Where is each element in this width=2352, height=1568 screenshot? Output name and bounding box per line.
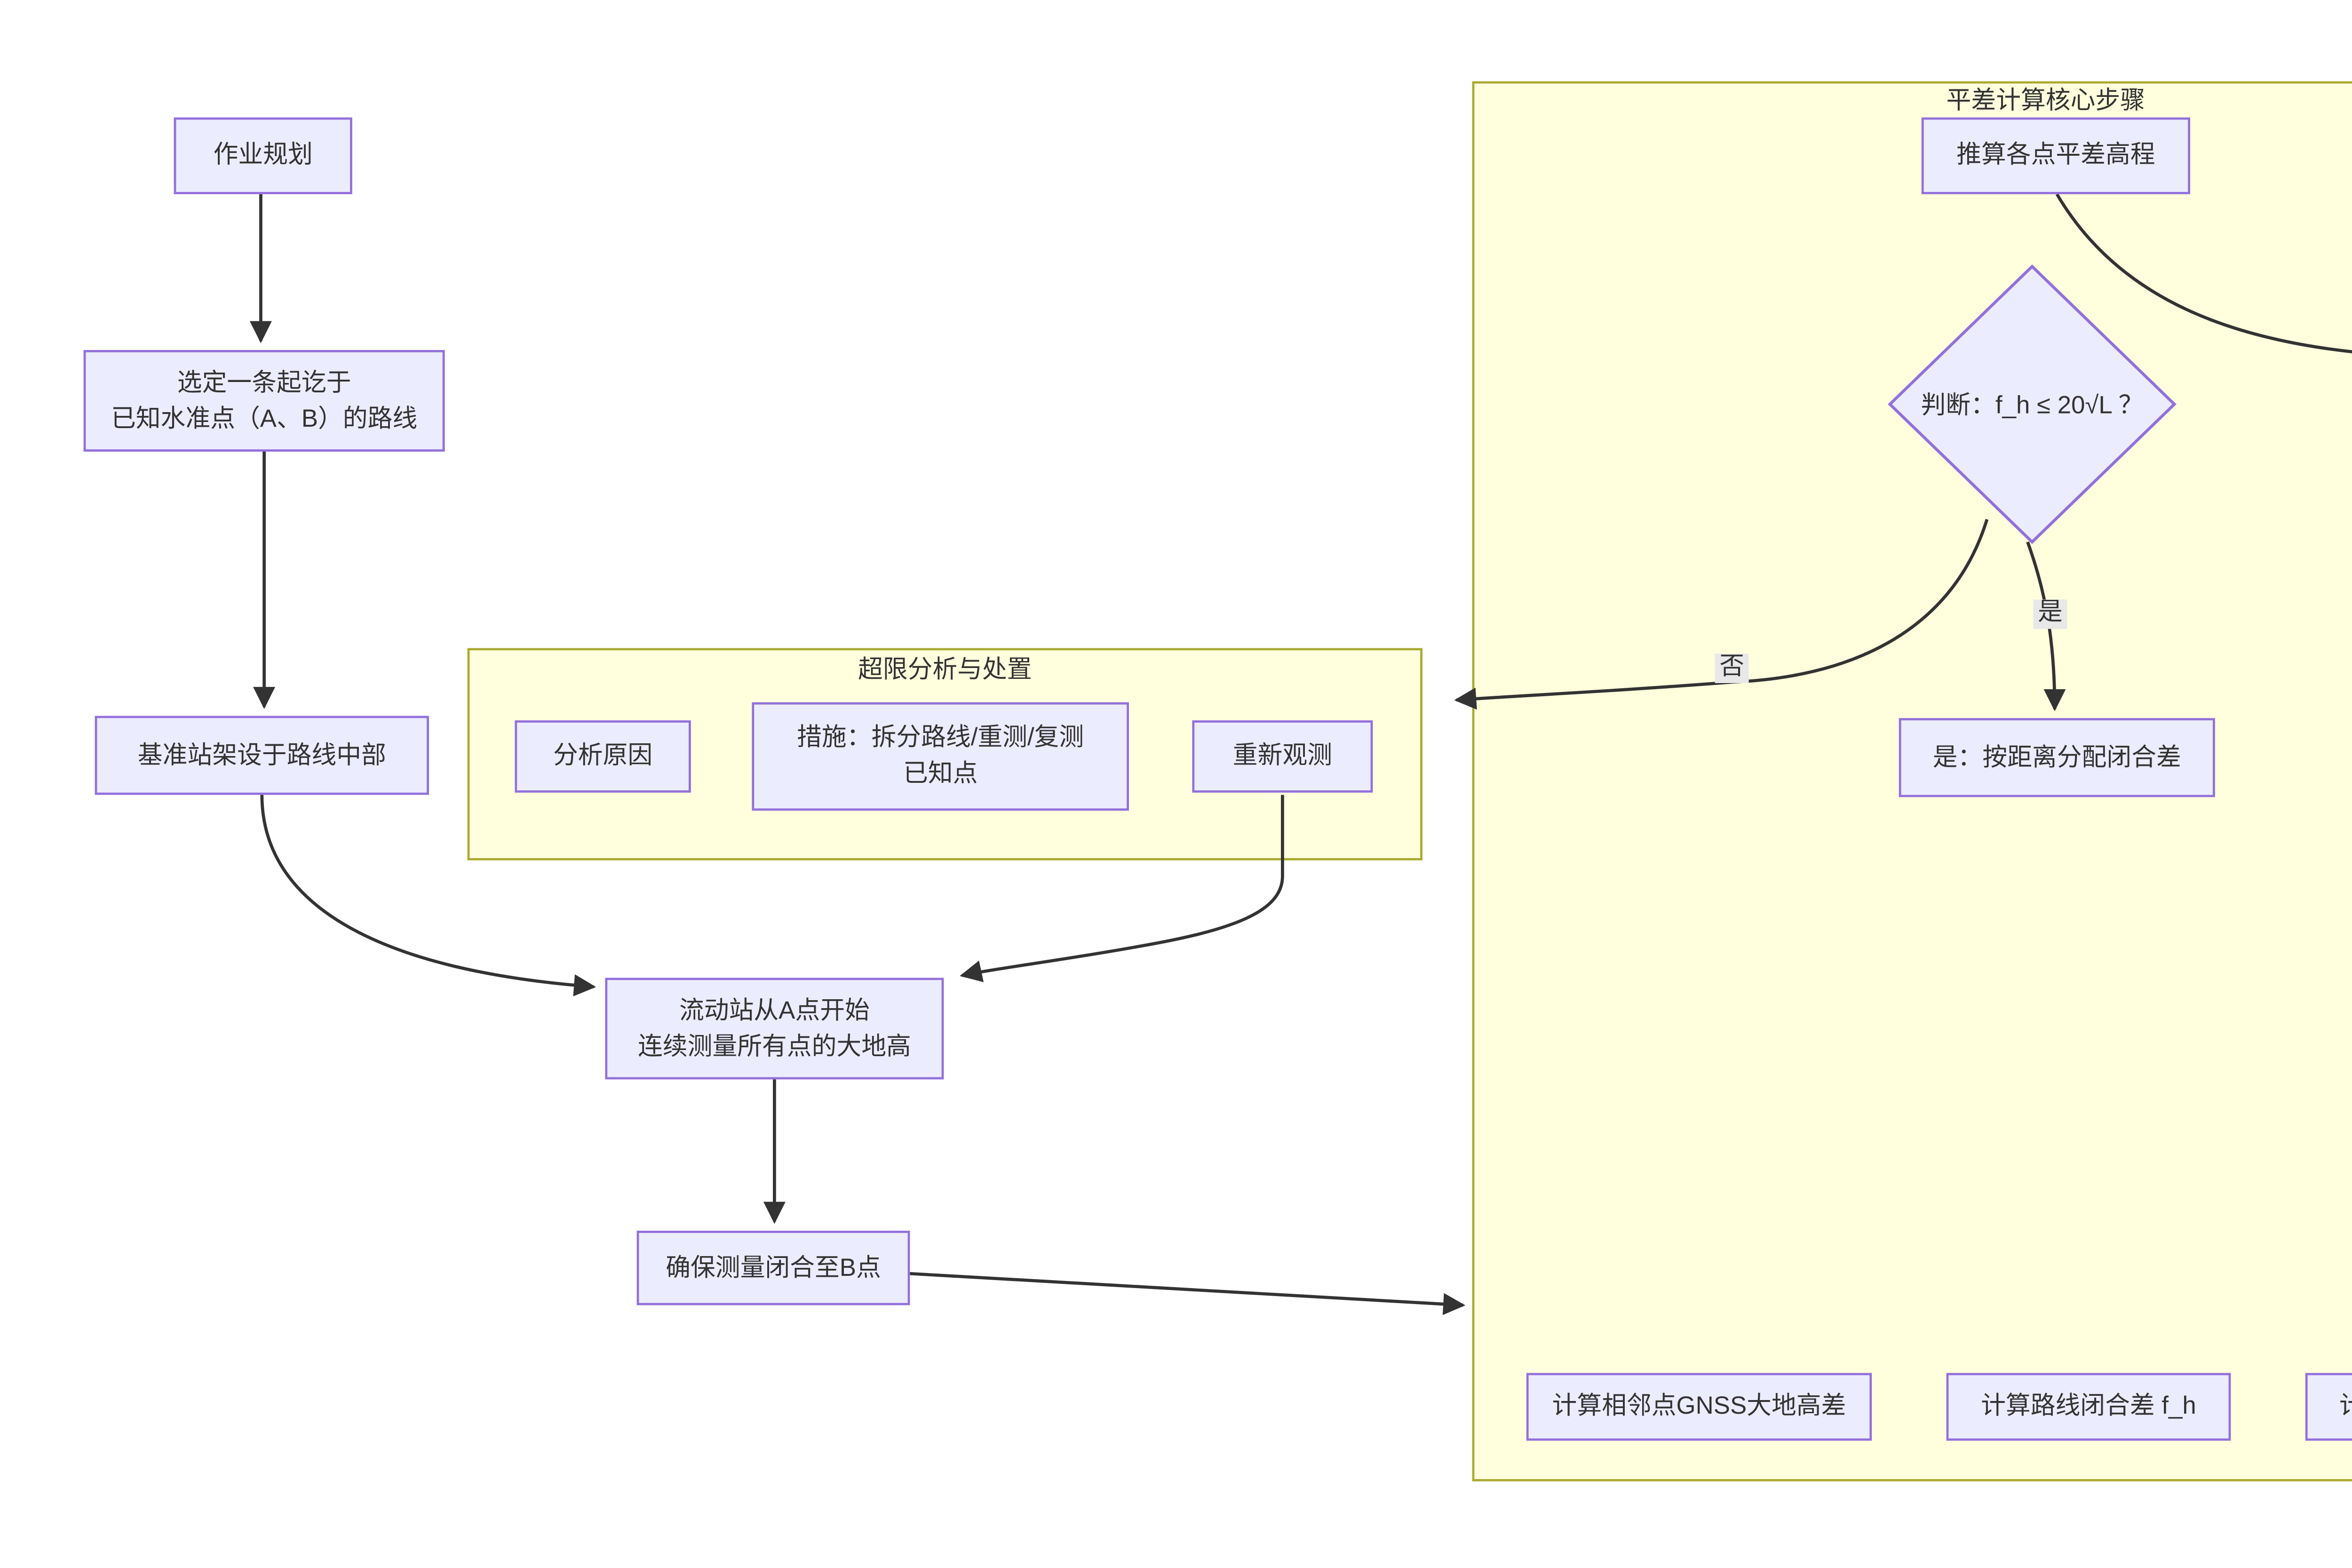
node-judge-label: 判断：f_h ≤ 20√L ？ <box>1921 393 2144 420</box>
edge-label-no-judge: 否 <box>1715 653 1749 683</box>
node-close-b: 确保测量闭合至B点 <box>636 1231 910 1305</box>
node-rover: 流动站从A点开始 连续测量所有点的大地高 <box>605 978 944 1080</box>
node-plan: 作业规划 <box>174 117 352 194</box>
node-assign: 是：按距离分配闭合差 <box>1899 718 2215 797</box>
node-route: 选定一条起讫于 已知水准点（A、B）的路线 <box>83 350 445 452</box>
node-calc-close: 计算路线闭合差 f_h <box>1946 1373 2231 1441</box>
node-calc-geo: 计算相邻点GNSS大地高差 <box>1526 1373 1872 1441</box>
edge-reobserve-rover <box>960 795 1284 982</box>
edge-label-yes-judge: 是 <box>2033 599 2067 629</box>
judge-diamond <box>1888 264 2177 544</box>
node-calc-corr: 计算各段改正后高差 <box>2305 1373 2352 1441</box>
node-reason: 分析原因 <box>515 720 691 793</box>
node-reobserve: 重新观测 <box>1192 720 1373 793</box>
node-measure: 措施：拆分路线/重测/复测 已知点 <box>752 702 1129 811</box>
cluster-core-title: 平差计算核心步骤 <box>1946 88 2145 115</box>
node-infer: 推算各点平差高程 <box>1921 117 2190 194</box>
node-base: 基准站架设于路线中部 <box>95 716 429 795</box>
edge-infer-accuracy <box>2055 193 2352 354</box>
edge-close-core <box>910 1272 1466 1315</box>
edge-base-rover <box>260 795 596 996</box>
cluster-overlimit-title: 超限分析与处置 <box>858 657 1032 685</box>
